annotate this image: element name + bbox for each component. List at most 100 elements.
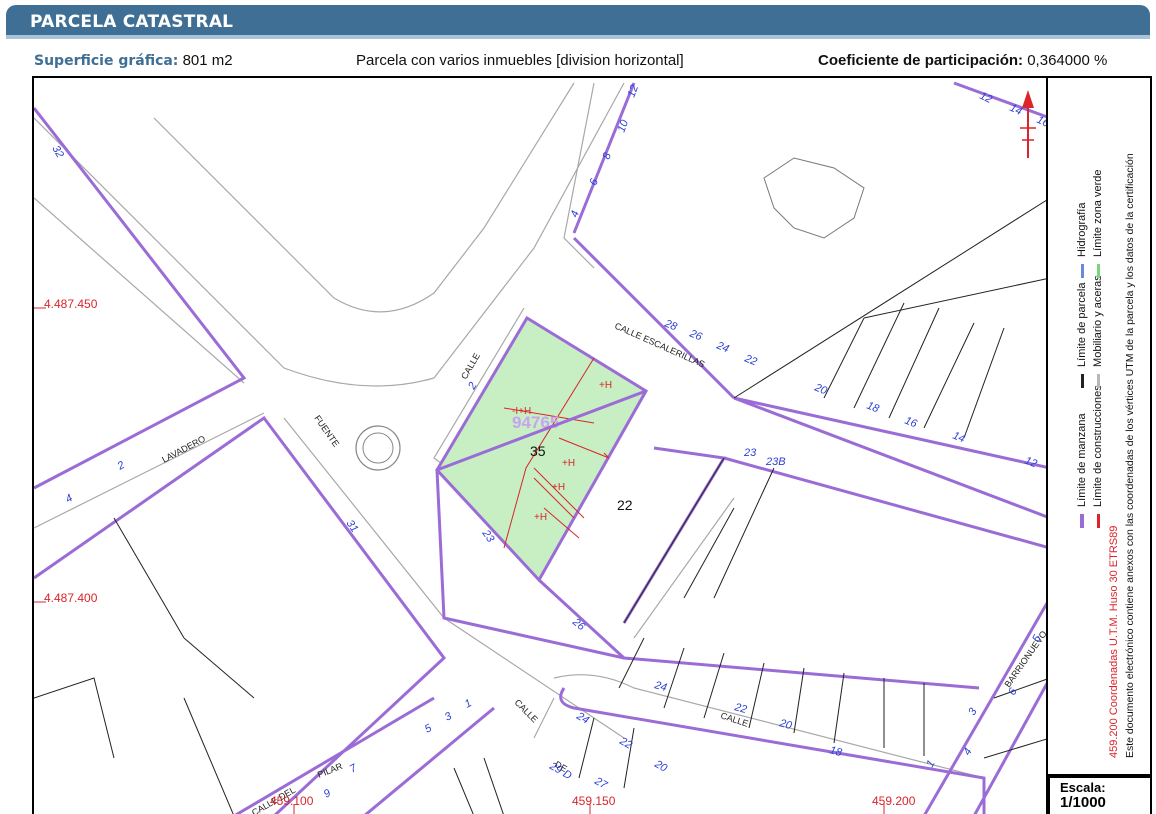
legend-label: Límite zona verde [1092, 169, 1104, 257]
utm-x-mid: 459.150 [572, 794, 616, 808]
house-number: 9 [322, 787, 333, 800]
house-number: 18 [828, 744, 844, 759]
house-number: 6 [1006, 685, 1020, 697]
construction-mark: -I+H [512, 406, 531, 417]
surface-label: Superficie gráfica: [34, 53, 179, 69]
construction-mark: +H [552, 482, 565, 493]
legend-label: Límite de manzana [1076, 413, 1088, 507]
utm-x-right: 459.200 [872, 794, 916, 808]
neighbor-parcel-number: 22 [617, 497, 633, 513]
house-number: 7 [348, 762, 360, 776]
scale-box: Escala: 1/1000 [1048, 776, 1152, 814]
house-number: 23B [765, 456, 786, 468]
house-number: 14 [1008, 102, 1024, 118]
house-number: 4 [961, 746, 974, 757]
house-number: 28 [662, 317, 680, 333]
legend-swatch-icon [1080, 264, 1084, 278]
house-number: 16 [903, 415, 920, 431]
house-number: 22 [732, 701, 748, 716]
page-title: PARCELA CATASTRAL [30, 12, 234, 32]
building-outline [763, 157, 865, 239]
house-number: 31 [344, 518, 361, 535]
street-name-calle-lower: CALLE [513, 697, 540, 724]
street-name-fuente: FUENTE [312, 413, 341, 448]
scale-value: 1/1000 [1060, 794, 1106, 811]
house-number: 29 D [547, 760, 574, 783]
utm-labels: 4.487.450 4.487.400 459.100 459.150 459.… [44, 297, 916, 808]
house-number: 16 [1035, 114, 1048, 130]
house-number: 32 [49, 144, 66, 161]
legend-label: Mobiliario y aceras [1092, 275, 1104, 367]
house-number: 22 [617, 735, 634, 752]
construction-marks: +H +H +H +H -I+H [512, 380, 612, 523]
north-arrow-icon [1020, 90, 1036, 158]
construction-mark: +H [562, 458, 575, 469]
legend-label: Límite de parcela [1076, 282, 1088, 367]
legend-rotated: Límite de manzana Límite de parcela Hidr… [1048, 78, 1152, 778]
coefficient-info: Coeficiente de participación: 0,364000 % [818, 52, 1107, 69]
map-canvas: +H +H +H +H -I+H 94765 35 22 [34, 81, 1048, 814]
utm-x-left: 459.100 [270, 794, 314, 808]
house-number: 2 [115, 459, 127, 473]
house-number: 22 [742, 352, 759, 368]
house-number: 18 [865, 400, 882, 416]
surface-info: Superficie gráfica: 801 m2 [34, 52, 233, 69]
house-numbers: 32 12 10 8 6 4 28 26 24 22 20 18 16 14 1… [49, 83, 1048, 800]
surface-value: 801 m2 [182, 52, 233, 69]
legend-swatch-icon [1096, 374, 1100, 388]
house-number: 12 [978, 90, 994, 106]
legend-item-green-zone: Límite zona verde [1092, 169, 1104, 278]
block-limits [34, 81, 1046, 814]
parcel-number: 35 [530, 443, 546, 459]
house-number: 12 [626, 83, 641, 99]
house-number: 3 [966, 705, 980, 717]
house-number: 14 [951, 430, 967, 446]
house-number: 4 [569, 209, 582, 219]
house-number: 1 [924, 758, 937, 769]
house-number: 20 [812, 381, 830, 397]
legend-swatch-icon [1096, 514, 1100, 528]
utm-ticks [34, 307, 885, 814]
legend-label: Límite de construcciones [1092, 385, 1104, 507]
house-number: 20 [777, 717, 794, 732]
utm-y-lower: 4.487.400 [44, 591, 98, 605]
roundabout [355, 425, 401, 471]
legend-swatch-icon [1080, 514, 1085, 528]
utm-y-upper: 4.487.450 [44, 297, 98, 311]
house-number: 24 [714, 339, 731, 355]
legend-coordinate-note: 459.200 Coordenadas U.T.M. Huso 30 ETRS8… [1108, 525, 1120, 758]
house-number: 24 [574, 710, 591, 727]
legend-label: Hidrografía [1076, 202, 1088, 257]
house-number: 6 [588, 176, 602, 187]
street-name-lavadero: LAVADERO [160, 434, 207, 465]
parcel-reference: 94765 [512, 413, 559, 432]
house-number: 24 [652, 679, 668, 694]
legend-item-furniture: Mobiliario y aceras [1092, 275, 1104, 388]
header-bar: PARCELA CATASTRAL [6, 5, 1150, 39]
legend-swatch-icon [1096, 264, 1100, 278]
roundabout-inner [362, 432, 394, 464]
legend-swatch-icon [1080, 374, 1084, 388]
house-number: 4 [64, 492, 75, 505]
house-number: 8 [601, 150, 615, 161]
house-number: 2 [466, 380, 480, 392]
map-legend: Límite de manzana Límite de parcela Hidr… [1048, 76, 1152, 776]
legend-item-hydrography: Hidrografía [1076, 203, 1088, 278]
scale-label: Escala: [1060, 780, 1106, 795]
construction-lines [503, 357, 610, 549]
construction-mark: +H [534, 512, 547, 523]
legend-item-construction: Límite de construcciones [1092, 385, 1104, 528]
parcel-description: Parcela con varios inmuebles [division h… [356, 52, 684, 69]
cadastral-map[interactable]: +H +H +H +H -I+H 94765 35 22 [32, 76, 1048, 814]
house-number: 1 [463, 697, 474, 710]
coefficient-value: 0,364000 % [1027, 52, 1108, 69]
legend-document-note: Este documento electrónico contiene anex… [1124, 153, 1136, 758]
house-number: 12 [1023, 455, 1039, 471]
parcel-limits [34, 199, 1046, 814]
house-number: 26 [687, 327, 705, 343]
coefficient-label: Coeficiente de participación: [818, 52, 1024, 69]
street-name-calle: CALLE [459, 351, 482, 381]
house-number: 26 [569, 615, 588, 633]
house-number: 10 [616, 118, 632, 134]
house-number: 20 [652, 758, 670, 775]
